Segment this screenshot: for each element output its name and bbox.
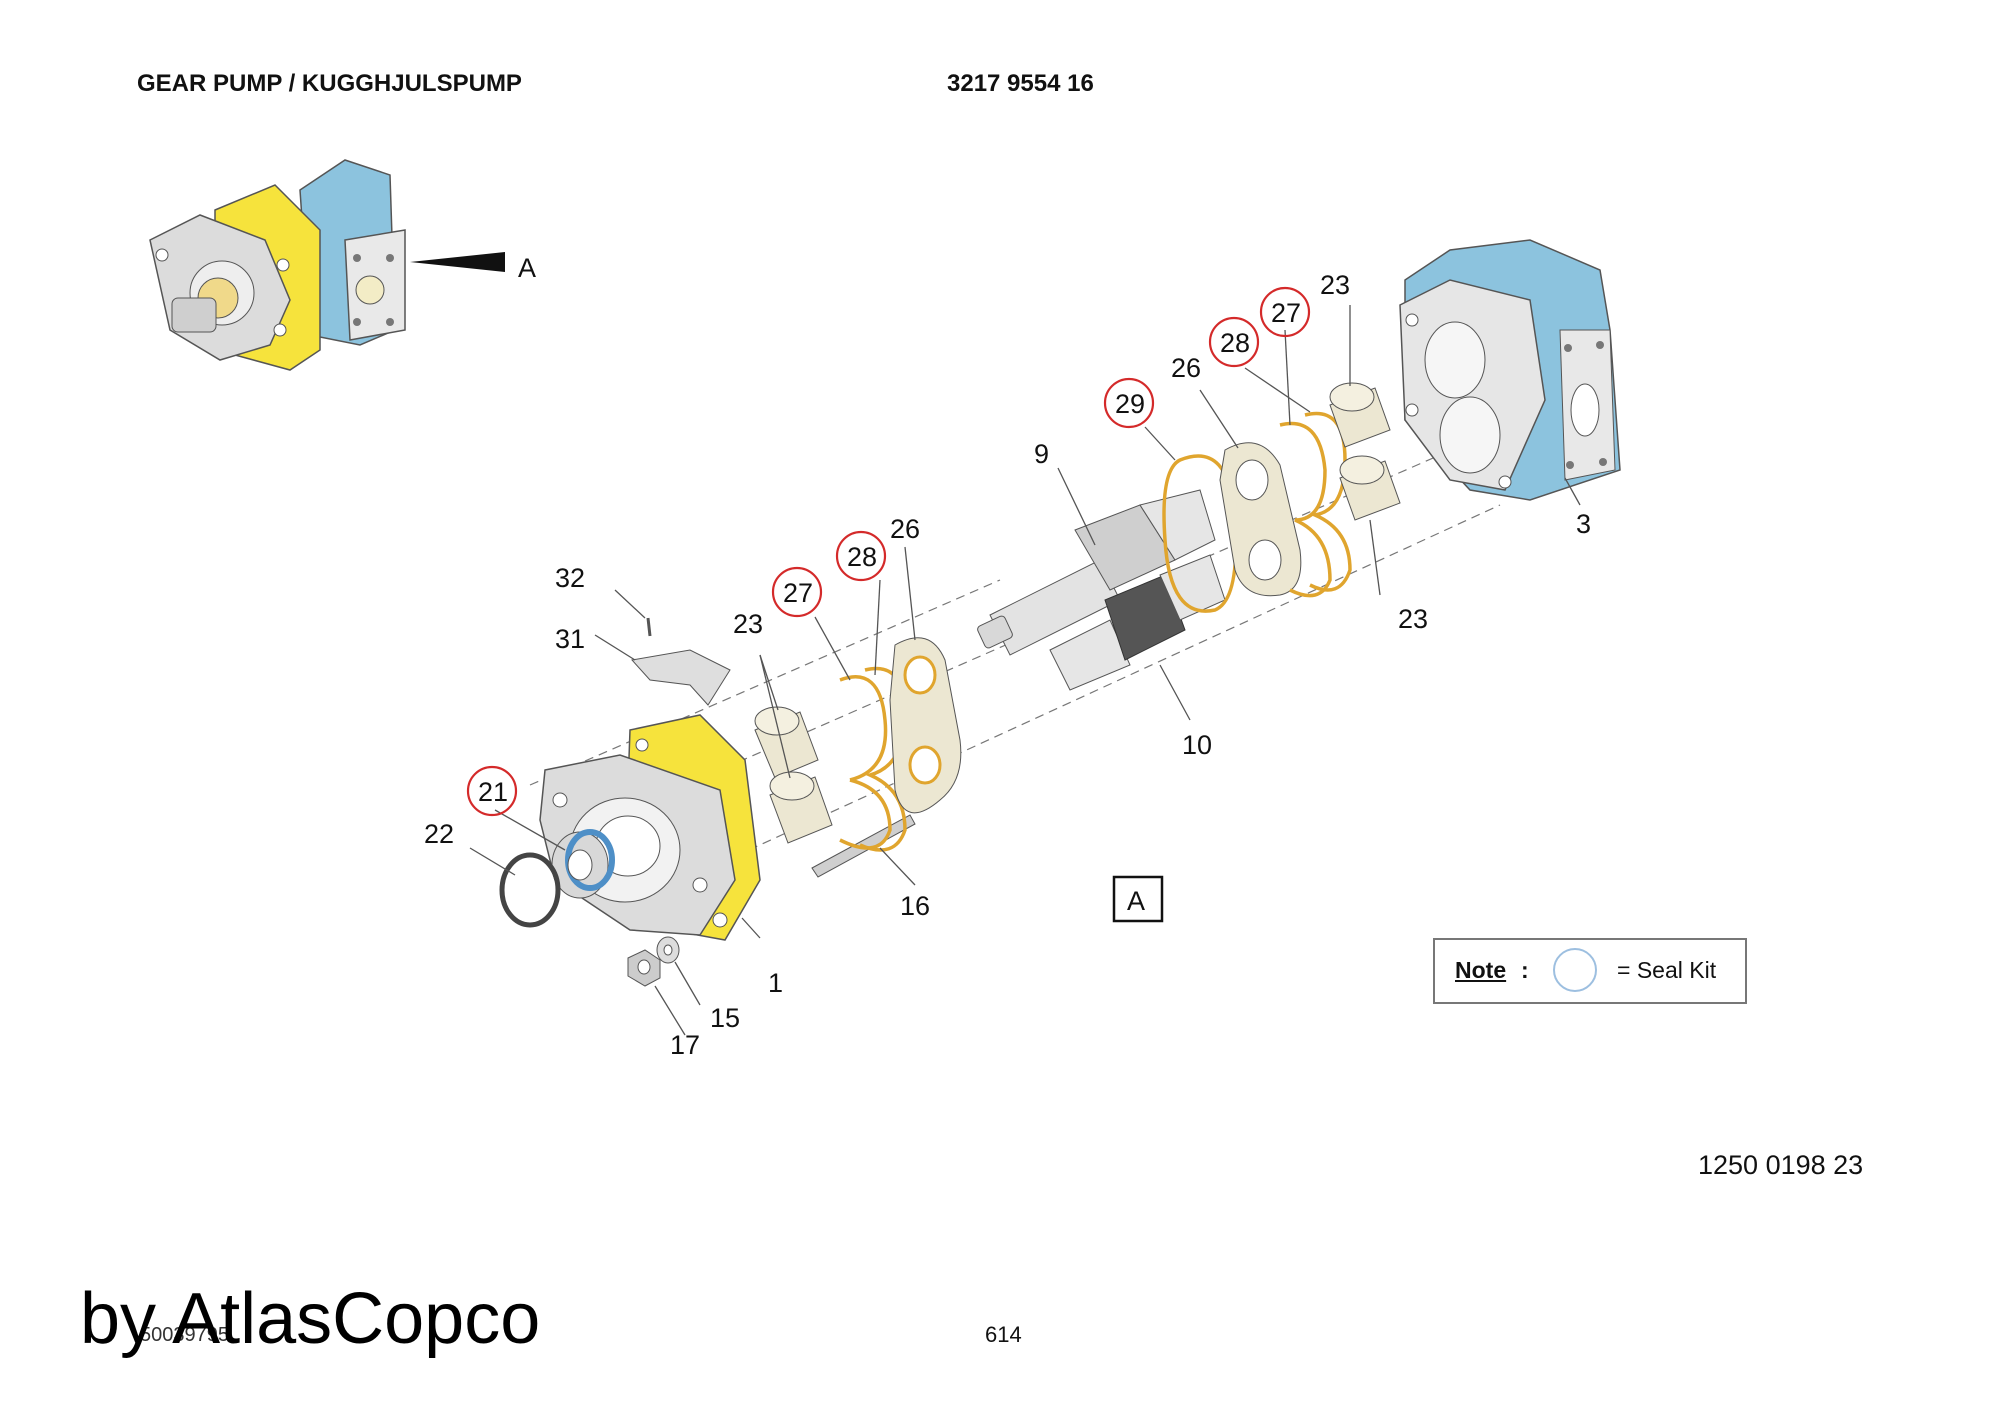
driven-gear-part-10 xyxy=(1049,554,1226,691)
page-number: 614 xyxy=(985,1322,1022,1347)
drive-gear-part-9 xyxy=(977,489,1216,656)
callout-16: 16 xyxy=(900,891,930,921)
seal-kit-circle-27-left xyxy=(771,566,823,618)
seal-kit-circle-27-right xyxy=(1259,286,1311,338)
callout-15: 15 xyxy=(710,1003,740,1033)
callout-21: 21 xyxy=(478,777,508,807)
wear-plate-right-part-26 xyxy=(1219,442,1302,597)
section-marker-label: A xyxy=(1127,886,1145,916)
seal-kit-highlight-circles xyxy=(466,286,1311,817)
rivet-part-32 xyxy=(646,617,652,637)
callout-3: 3 xyxy=(1576,509,1591,539)
seal-kit-circle-21 xyxy=(466,765,518,817)
watermark: by AtlasCopco xyxy=(80,1279,541,1359)
callout-29: 29 xyxy=(1115,389,1145,419)
reference-number: 1250 0198 23 xyxy=(1698,1150,1864,1180)
callout-1: 1 xyxy=(768,968,783,998)
seal-kit-legend-circle-icon xyxy=(1553,948,1597,992)
nut-part-17 xyxy=(627,949,661,987)
washer-part-15 xyxy=(656,936,680,964)
callout-26-right: 26 xyxy=(1171,353,1201,383)
callout-31: 31 xyxy=(555,624,585,654)
callout-labels: 1 3 9 10 15 16 17 21 22 23 23 23 26 26 2… xyxy=(424,270,1591,1060)
page-title: GEAR PUMP / KUGGHJULSPUMP xyxy=(137,70,522,97)
callout-22: 22 xyxy=(424,819,454,849)
seal-kit-circle-29 xyxy=(1103,377,1155,429)
assembled-pump-thumbnail: A xyxy=(149,159,536,371)
wear-plate-left-part-26 xyxy=(889,637,962,814)
callout-23-top-right: 23 xyxy=(1320,270,1350,300)
note-colon: : xyxy=(1521,957,1529,983)
callout-27-left: 27 xyxy=(783,578,813,608)
part-number: 3217 9554 16 xyxy=(947,70,1094,97)
seal-kit-note: Note : = Seal Kit xyxy=(1433,938,1747,1004)
view-pointer-arrow xyxy=(410,252,505,272)
callout-10: 10 xyxy=(1182,730,1212,760)
callout-9: 9 xyxy=(1034,439,1049,469)
note-text: = Seal Kit xyxy=(1617,957,1717,983)
shaft-seal-part-21 xyxy=(551,829,615,899)
nameplate-part-31 xyxy=(631,649,731,706)
circlip-part-22 xyxy=(499,852,561,928)
note-label: Note xyxy=(1455,957,1507,983)
bushings-right-part-23 xyxy=(1329,382,1401,521)
seal-kit-circle-28-left xyxy=(835,530,887,582)
leader-lines xyxy=(469,305,1581,1036)
callout-27-right: 27 xyxy=(1271,298,1301,328)
seal-kit-circle-28-right xyxy=(1208,316,1260,368)
bushings-left-part-23 xyxy=(754,706,833,844)
section-marker-a: A xyxy=(1112,875,1164,923)
callout-28-left: 28 xyxy=(847,542,877,572)
view-marker-label: A xyxy=(518,253,536,283)
callout-17: 17 xyxy=(670,1030,700,1060)
callout-28-right: 28 xyxy=(1220,328,1250,358)
front-flange-part-1 xyxy=(539,714,761,941)
document-id: 50039795 xyxy=(140,1324,229,1346)
callout-23-left: 23 xyxy=(733,609,763,639)
callout-23-bottom-right: 23 xyxy=(1398,604,1428,634)
callout-26-left: 26 xyxy=(890,514,920,544)
assembly-axes xyxy=(529,454,1501,901)
rear-housing-part-3 xyxy=(1399,239,1621,501)
callout-32: 32 xyxy=(555,563,585,593)
